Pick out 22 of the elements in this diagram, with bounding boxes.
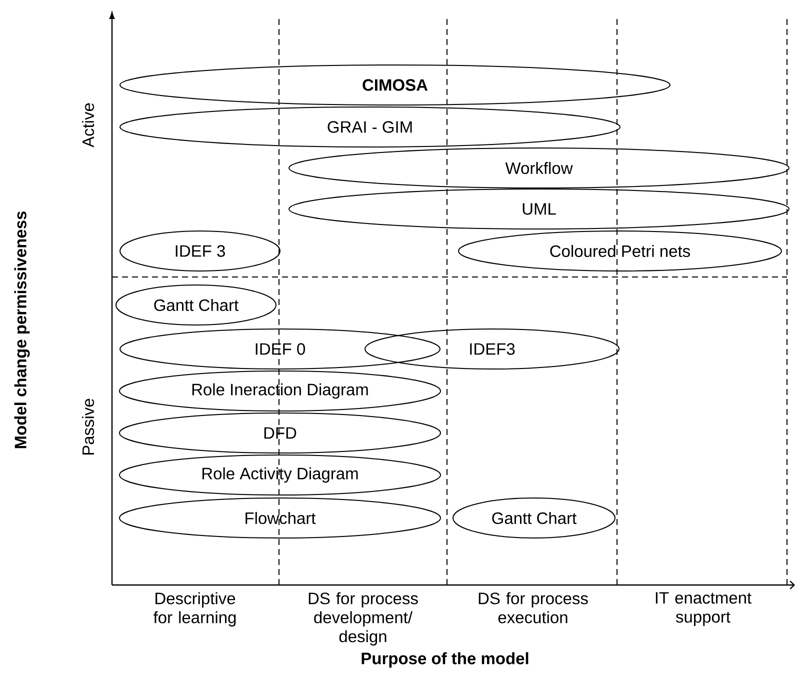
column-label: DS for process development/ design — [308, 592, 418, 646]
ellipse-node: GRAI - GIM — [120, 106, 620, 148]
axis-title: Purpose of the model — [362, 652, 528, 668]
ellipse-node: Gantt Chart — [116, 284, 276, 326]
ellipse-node: DFD — [119, 412, 441, 454]
column-label: DS for process execution — [478, 592, 588, 624]
axis-region-label: Passive — [82, 398, 94, 455]
ellipse-node: IDEF3 — [364, 328, 620, 370]
ellipse-node: IDEF 0 — [120, 328, 440, 370]
axis-region-label: Active — [82, 103, 94, 148]
ellipse-node: Gantt Chart — [452, 498, 616, 538]
ellipse-node: Coloured Petri nets — [458, 230, 782, 272]
column-label: Descriptive for learning — [154, 592, 236, 627]
ellipse-node: IDEF 3 — [120, 230, 280, 272]
ellipse-node: Role Activity Diagram — [119, 454, 441, 496]
ellipse-node: Flowchart — [119, 498, 441, 538]
ellipse-node: Workflow — [288, 148, 790, 188]
axis-title: Model change permissiveness — [14, 211, 30, 448]
ellipse-node: UML — [288, 188, 790, 230]
column-label: IT enactment support — [656, 592, 752, 626]
ellipse-node: CIMOSA — [120, 64, 670, 106]
ellipse-node: Role Ineraction Diagram — [119, 370, 441, 412]
